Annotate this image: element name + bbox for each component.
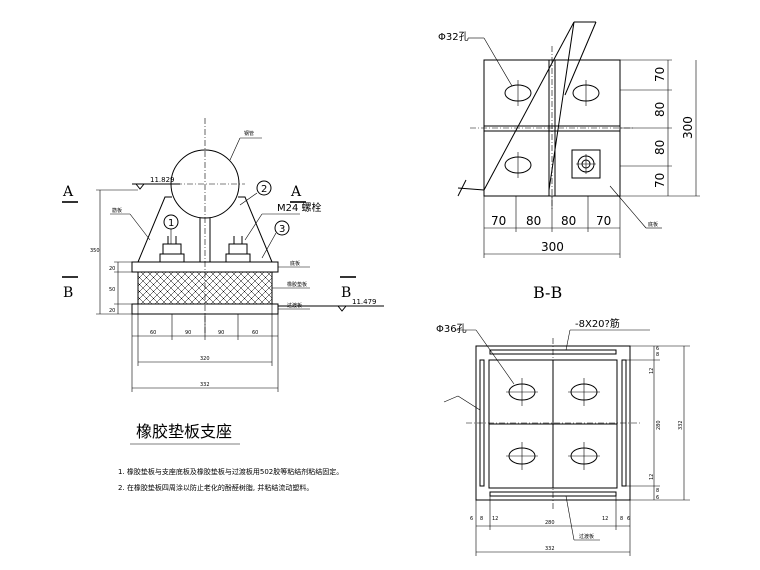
elev-top-triangle	[135, 183, 145, 190]
elev-bottom-triangle	[337, 305, 347, 312]
label-transition-plate: 过渡板	[287, 302, 302, 309]
svg-text:320: 320	[200, 356, 210, 362]
label-bolt: M24 螺栓	[277, 201, 322, 214]
plan-transition: Φ36孔 -8X20?筋 过渡板 6 8 12 12 8 6 280 332 6…	[436, 317, 690, 556]
tp-hole-label: Φ36孔	[436, 323, 467, 335]
label-rubber-pad: 橡胶垫板	[287, 281, 307, 288]
bb-hole-label: Φ32孔	[438, 31, 469, 43]
section-mark-a-left: A	[62, 184, 74, 200]
svg-text:8: 8	[620, 516, 623, 522]
svg-text:6: 6	[656, 346, 659, 352]
hatch-line	[245, 277, 273, 305]
elev-top-text: 11.829	[150, 176, 175, 184]
rib-left	[137, 196, 172, 263]
svg-text:70: 70	[653, 67, 667, 82]
hatch-line	[137, 296, 146, 305]
svg-text:332: 332	[678, 420, 684, 430]
svg-text:80: 80	[653, 140, 667, 155]
svg-text:332: 332	[545, 546, 555, 552]
hatch-line	[259, 271, 273, 285]
svg-text:6: 6	[627, 516, 630, 522]
label-rib: 筋板	[112, 207, 122, 214]
svg-text:3: 3	[279, 224, 285, 235]
section-mark-b-right: B	[341, 285, 351, 301]
svg-text:80: 80	[653, 102, 667, 117]
svg-text:70: 70	[491, 214, 506, 228]
svg-text:300: 300	[681, 116, 695, 139]
svg-text:60: 60	[252, 330, 258, 336]
rib-right	[238, 196, 273, 263]
hatch-line	[266, 298, 273, 305]
label-steel-pipe: 钢管	[244, 130, 254, 137]
svg-text:20: 20	[109, 266, 115, 272]
hatch-line	[137, 289, 153, 305]
svg-text:300: 300	[541, 240, 564, 254]
svg-text:8: 8	[656, 488, 659, 494]
hatch-line	[245, 271, 273, 299]
notes-title: 橡胶垫板支座	[136, 422, 232, 441]
svg-text:80: 80	[561, 214, 576, 228]
svg-text:1: 1	[168, 218, 174, 229]
svg-text:90: 90	[185, 330, 191, 336]
svg-text:50: 50	[109, 287, 115, 293]
plan-bb: Φ32孔 底板 70 80 80 70 300 70 80 80 70 300 …	[438, 21, 700, 302]
bolt-right	[225, 236, 251, 263]
notes-block: 橡胶垫板支座 1. 橡胶垫板与支座底板及橡胶垫板与过渡板用502胶等粘结剂粘结固…	[118, 422, 343, 492]
svg-text:332: 332	[200, 382, 210, 388]
note-1: 1. 橡胶垫板与支座底板及橡胶垫板与过渡板用502胶等粘结剂粘结固定。	[118, 467, 343, 476]
svg-text:6: 6	[656, 495, 659, 501]
tp-label: 过渡板	[579, 533, 594, 540]
bb-section-title: B-B	[533, 283, 562, 302]
hatch-line	[252, 284, 273, 305]
svg-text:8: 8	[656, 352, 659, 358]
svg-text:12: 12	[649, 474, 655, 480]
svg-text:280: 280	[656, 420, 662, 430]
hatch-line	[137, 271, 146, 280]
svg-text:12: 12	[602, 516, 608, 522]
section-mark-b-left: B	[63, 285, 73, 301]
svg-text:70: 70	[653, 173, 667, 188]
hatch-line	[137, 275, 167, 305]
svg-text:6: 6	[470, 516, 473, 522]
bolt-left	[159, 236, 185, 263]
svg-text:60: 60	[150, 330, 156, 336]
support-elevation: A A B B 11.829 11.479 钢管 筋板 1 2 3 M24	[62, 118, 384, 392]
svg-text:12: 12	[649, 368, 655, 374]
svg-text:12: 12	[492, 516, 498, 522]
callout-3	[274, 220, 290, 236]
note-2: 2. 在橡胶垫板四周涂以防止老化的酚醛树脂, 并粘结流动塑料。	[118, 483, 313, 492]
svg-text:70: 70	[596, 214, 611, 228]
hatch-line	[259, 291, 273, 305]
tp-strip-label: -8X20?筋	[575, 317, 620, 330]
bb-bolt-square	[571, 149, 601, 179]
hatch-line	[137, 271, 153, 287]
svg-text:80: 80	[526, 214, 541, 228]
hatch-line	[137, 282, 160, 305]
svg-text:2: 2	[261, 184, 267, 195]
elev-bottom-text: 11.479	[352, 298, 377, 306]
hatch-line	[137, 271, 160, 294]
bb-base-plate-label: 底板	[648, 221, 658, 228]
svg-text:8: 8	[480, 516, 483, 522]
svg-text:20: 20	[109, 308, 115, 314]
svg-text:90: 90	[218, 330, 224, 336]
dim-height-total: 350	[90, 248, 100, 254]
label-base-plate: 底板	[290, 260, 300, 267]
rubber-pad-hatch	[137, 271, 273, 305]
hatch-line	[137, 271, 167, 301]
svg-text:280: 280	[545, 520, 555, 526]
section-mark-a-right: A	[290, 184, 302, 200]
callout-2	[256, 180, 272, 196]
hatch-line	[266, 271, 273, 278]
